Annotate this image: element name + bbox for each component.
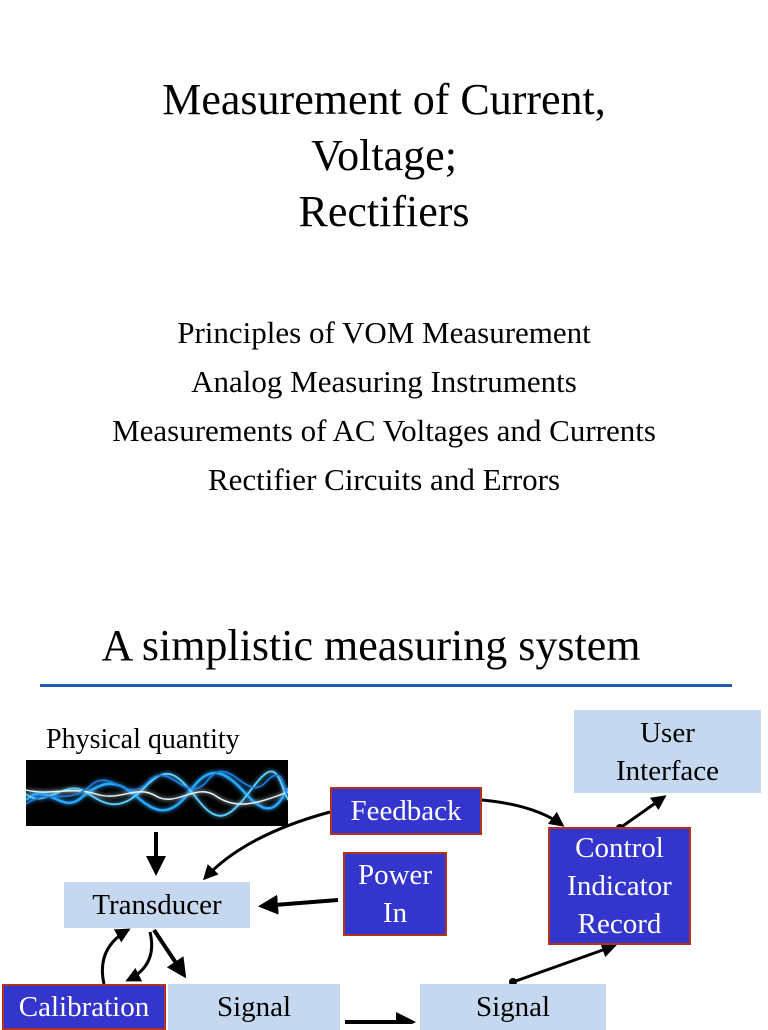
physical-quantity-label: Physical quantity <box>46 724 240 755</box>
feedback-label: Feedback <box>350 795 462 827</box>
wave-icon <box>25 770 290 817</box>
feedback-box: Feedback <box>330 787 482 835</box>
topic-item: Rectifier Circuits and Errors <box>207 462 561 497</box>
signal-box-right: Signal <box>420 984 606 1030</box>
transducer-box: Transducer <box>64 882 250 928</box>
arrow-signal-to-control <box>512 942 617 984</box>
topic-item: Analog Measuring Instruments <box>191 364 577 399</box>
control-indicator-record-box: Control Indicator Record <box>548 827 691 945</box>
arrow-feedback-to-control <box>481 798 565 827</box>
calibration-box: Calibration <box>2 984 166 1030</box>
control-line-1: Control <box>575 832 664 864</box>
signal-box-left: Signal <box>168 984 340 1030</box>
calibration-label: Calibration <box>18 991 150 1023</box>
arrow-transducer-to-calibration <box>125 931 154 982</box>
arrow-calibration-to-transducer <box>100 928 131 985</box>
signal-left-label: Signal <box>216 991 292 1023</box>
user-interface-line-1: User <box>640 716 695 749</box>
user-interface-line-2: Interface <box>615 754 719 787</box>
diagram-title: A simplistic measuring system <box>101 621 641 670</box>
transducer-label: Transducer <box>92 889 222 921</box>
power-in-line-1: Power <box>357 859 433 891</box>
control-line-3: Record <box>577 908 662 940</box>
topic-item: Measurements of AC Voltages and Currents <box>112 413 656 448</box>
control-line-2: Indicator <box>567 870 672 902</box>
slide-title: Measurement of Current, Voltage; Rectifi… <box>0 72 768 240</box>
arrow-control-to-ui <box>619 795 667 830</box>
arrow-power-to-transducer <box>258 894 339 915</box>
signal-right-label: Signal <box>475 991 551 1023</box>
power-in-box: Power In <box>343 852 447 936</box>
arrow-transducer-to-signal <box>152 928 187 979</box>
power-in-line-2: In <box>382 897 408 929</box>
physical-quantity-wave-image <box>25 760 290 826</box>
title-divider <box>40 684 732 687</box>
topic-list: Principles of VOM Measurement Analog Mea… <box>0 308 768 504</box>
topic-item: Principles of VOM Measurement <box>177 315 591 350</box>
title-line-1: Measurement of Current, <box>162 75 606 124</box>
user-interface-box: User Interface <box>574 710 761 793</box>
title-line-2: Voltage; <box>311 131 457 180</box>
title-line-3: Rectifiers <box>298 187 470 236</box>
